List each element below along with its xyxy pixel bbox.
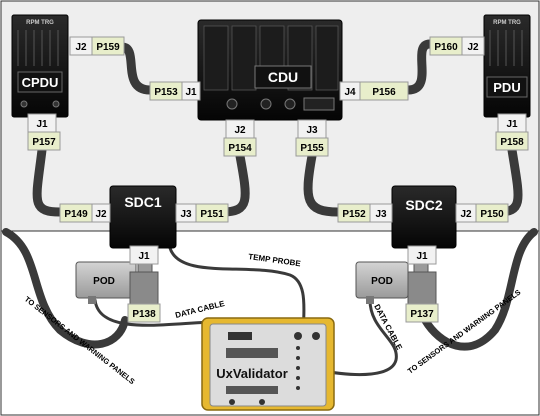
cable-temp-probe <box>168 246 306 332</box>
uxvalidator-unit: UxValidator <box>201 317 335 411</box>
connector-p153: P153 <box>154 87 178 98</box>
cable-p157-p149 <box>32 145 65 217</box>
connector-cdu-j3: J3 <box>306 125 318 136</box>
connector-p155: P155 <box>300 143 324 154</box>
cable-sensors-right <box>421 228 538 351</box>
connector-p159: P159 <box>96 42 120 53</box>
pdu-title: PDU <box>493 80 520 95</box>
connector-p150: P150 <box>480 209 504 220</box>
cpdu-unit: RPM TRG CPDU <box>11 14 69 118</box>
connector-sdc2-j1: J1 <box>416 251 428 262</box>
connector-p152: P152 <box>342 209 366 220</box>
cpdu-label-box <box>17 71 63 93</box>
connector-cdu-j1: J1 <box>185 87 197 98</box>
pod-left: POD <box>75 261 137 304</box>
cdu-label-box <box>254 65 312 89</box>
connector-cdu-j4: J4 <box>344 87 356 98</box>
cable-data-right <box>316 298 398 377</box>
cable-p159-p153 <box>117 42 155 95</box>
pdu-header: RPM TRG <box>493 20 521 26</box>
cpdu-title: CPDU <box>22 75 59 90</box>
connector-p149: P149 <box>64 209 88 220</box>
connector-p138: P138 <box>132 309 156 320</box>
connector-p160: P160 <box>434 42 458 53</box>
sdc2-title: SDC2 <box>405 197 443 213</box>
connector-p156: P156 <box>372 87 396 98</box>
cpdu-header: RPM TRG <box>26 20 54 26</box>
connector-sdc1-j1: J1 <box>138 251 150 262</box>
pdu-unit: RPM TRG PDU <box>483 14 531 118</box>
connector-p137: P137 <box>410 309 434 320</box>
connector-sdc1-j2: J2 <box>95 209 107 220</box>
pod-right: POD <box>355 261 409 304</box>
cdu-title: CDU <box>268 69 298 85</box>
sdc1-title: SDC1 <box>124 194 162 210</box>
cdu-unit: CDU <box>197 19 343 121</box>
connector-cdu-j2: J2 <box>234 125 246 136</box>
cable-p155-p152 <box>303 151 343 217</box>
connector-sdc2-j3: J3 <box>375 209 387 220</box>
connector-cpdu-j2: J2 <box>75 42 87 53</box>
connector-pdu-j1: J1 <box>506 119 518 130</box>
connector-sdc1-j3: J3 <box>180 209 192 220</box>
cable-sensors-left <box>2 228 129 349</box>
pod-right-title: POD <box>371 276 393 287</box>
sdc1-unit: SDC1 <box>109 185 177 249</box>
sdc2-unit: SDC2 <box>391 185 457 249</box>
connector-cpdu-j1: J1 <box>36 119 48 130</box>
connector-p154: P154 <box>228 143 252 154</box>
cable-p154-p151 <box>217 151 250 217</box>
connector-p151: P151 <box>200 209 224 220</box>
connector-p157: P157 <box>32 137 56 148</box>
pdu-label-box <box>486 76 528 98</box>
connector-p158: P158 <box>500 137 524 148</box>
connector-sdc2-j2: J2 <box>460 209 472 220</box>
uxvalidator-title: UxValidator <box>216 366 288 381</box>
pod-left-title: POD <box>93 276 115 287</box>
connector-pdu-j2: J2 <box>467 42 479 53</box>
cable-p156-p160 <box>403 39 435 95</box>
